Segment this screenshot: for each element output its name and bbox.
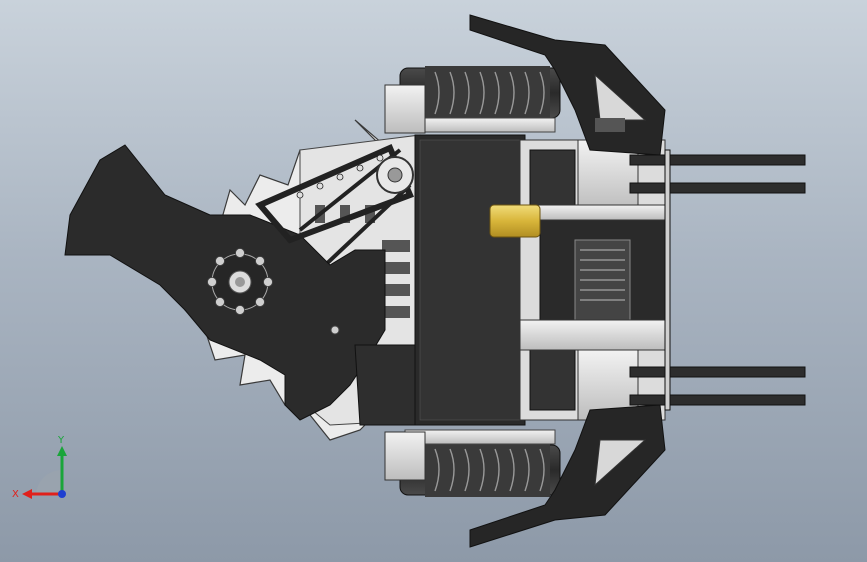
lower-wheel — [399, 429, 561, 497]
upper-wheel — [399, 66, 561, 133]
z-axis-dot — [58, 490, 66, 498]
x-axis-label: X — [12, 489, 19, 500]
orientation-triad[interactable]: Y X — [0, 430, 100, 520]
wheel-hub-blocks — [384, 84, 426, 481]
y-axis-arrowhead — [57, 446, 67, 456]
front-fork-upper — [469, 14, 666, 156]
wedge-prongs — [629, 149, 806, 411]
chain-drive — [255, 144, 414, 244]
y-axis-label: Y — [57, 435, 65, 446]
gearbox-assembly — [519, 139, 666, 421]
weapon-blade — [64, 144, 386, 421]
front-fork-lower — [469, 404, 666, 548]
x-axis-arrowhead — [22, 489, 32, 499]
